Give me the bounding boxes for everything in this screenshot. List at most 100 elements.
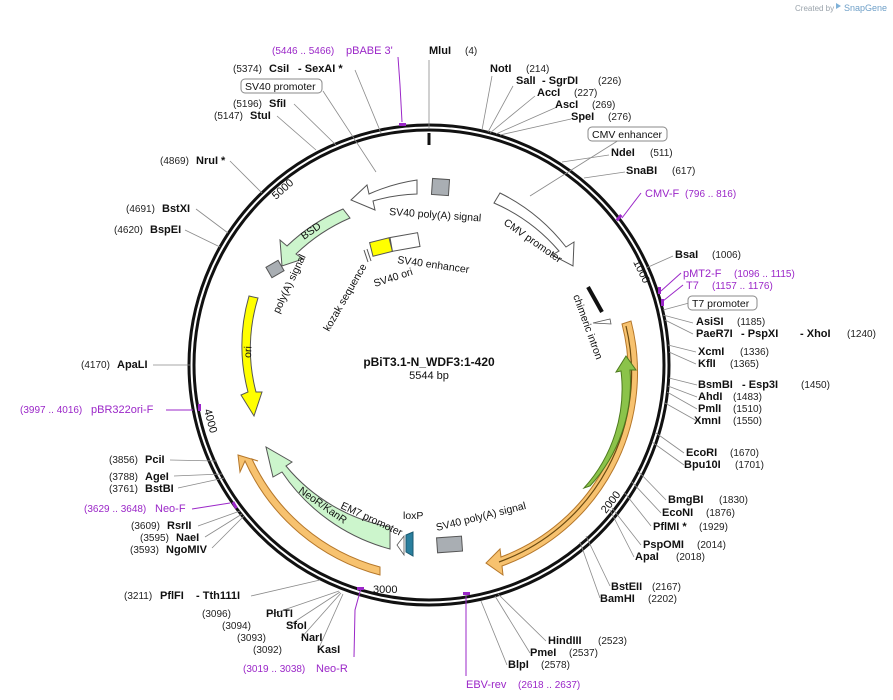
site-apai[interactable]: ApaI (635, 551, 659, 563)
site-spei[interactable]: SpeI (571, 111, 594, 123)
site-xcmi[interactable]: XcmI (698, 346, 724, 358)
sv40-polya-top-feature[interactable] (350, 179, 418, 211)
site-ecori[interactable]: EcoRI (686, 447, 717, 459)
em7-arrow-tip (396, 534, 405, 557)
svg-text:(1096 .. 1115): (1096 .. 1115) (734, 269, 795, 280)
site-noti[interactable]: NotI (490, 63, 511, 75)
site-pflfi[interactable]: PflFI (160, 590, 184, 602)
site-nrui[interactable]: NruI * (196, 155, 226, 167)
backbone-inner (192, 128, 666, 602)
svg-text:(3019 .. 3038): (3019 .. 3038) (243, 664, 305, 675)
svg-text:(1006): (1006) (712, 250, 741, 261)
box-t7-promoter[interactable]: T7 promoter (687, 295, 758, 311)
cmv-promoter-feature[interactable] (493, 192, 575, 267)
primer-neo-f[interactable]: Neo-F (155, 503, 186, 515)
svg-text:(2202): (2202) (648, 594, 677, 605)
site-bsteii[interactable]: BstEII (611, 581, 642, 593)
primer-pbr322ori-f[interactable]: pBR322ori-F (91, 404, 154, 416)
site-ndei[interactable]: NdeI (611, 147, 635, 159)
site-asisi[interactable]: AsiSI (696, 316, 724, 328)
site-hindiii[interactable]: HindIII (548, 635, 582, 647)
site-csii[interactable]: CsiI (269, 63, 289, 75)
label-sv40-polya-bottom: SV40 poly(A) signal (435, 500, 527, 534)
site-asci[interactable]: AscI (555, 99, 578, 111)
site-pcii[interactable]: PciI (145, 454, 165, 466)
svg-text:(5196): (5196) (233, 99, 262, 110)
primer-pbabe3[interactable]: pBABE 3' (346, 45, 393, 57)
orf-green-inner[interactable] (582, 355, 637, 490)
neor-kanr-feature[interactable] (265, 445, 391, 550)
site-nari[interactable]: NarI (301, 632, 322, 644)
gray-feature-top[interactable] (430, 177, 451, 197)
site-blpi[interactable]: BlpI (508, 659, 529, 671)
plasmid-length: 5544 bp (409, 370, 449, 382)
box-sv40-promoter[interactable]: SV40 promoter (240, 78, 323, 94)
primer-neo-r[interactable]: Neo-R (316, 663, 348, 675)
site-bstxi[interactable]: BstXI (162, 203, 190, 215)
svg-text:(5374): (5374) (233, 64, 262, 75)
site-sfoi[interactable]: SfoI (286, 620, 307, 632)
sv40-enhancer-white[interactable] (389, 232, 421, 252)
svg-text:(3092): (3092) (253, 645, 282, 656)
site-pmli[interactable]: PmlI (698, 403, 721, 415)
gray-feature-left[interactable] (265, 259, 285, 279)
orf-orange-left[interactable] (237, 454, 381, 576)
svg-text:(1240): (1240) (847, 329, 876, 340)
site-stui[interactable]: StuI (250, 110, 271, 122)
sv40-enhancer-yellow[interactable] (368, 237, 394, 257)
svg-text:(3609): (3609) (131, 521, 160, 532)
site-mlui[interactable]: MluI (429, 45, 451, 57)
bsd-feature[interactable] (279, 208, 351, 267)
site-pspomi[interactable]: PspOMI (643, 539, 684, 551)
site-ahdi[interactable]: AhdI (698, 391, 722, 403)
site-sfii[interactable]: SfiI (269, 98, 286, 110)
svg-text:(2578): (2578) (541, 660, 570, 671)
svg-text:(2618 .. 2637): (2618 .. 2637) (518, 680, 580, 691)
svg-text:(2014): (2014) (697, 540, 726, 551)
site-bsai[interactable]: BsaI (675, 249, 698, 261)
site-sexai: - SexAI * (298, 63, 343, 75)
site-acci[interactable]: AccI (537, 87, 560, 99)
site-agei[interactable]: AgeI (145, 471, 169, 483)
small-arrow-feature (592, 318, 612, 325)
svg-text:(4620): (4620) (114, 225, 143, 236)
site-bpu10i[interactable]: Bpu10I (684, 459, 721, 471)
snapgene-logo-icon (836, 3, 841, 9)
site-bstbi[interactable]: BstBI (145, 483, 174, 495)
site-snabi[interactable]: SnaBI (626, 165, 657, 177)
box-cmv-enhancer[interactable]: CMV enhancer (587, 126, 668, 142)
chimeric-intron-mark[interactable] (586, 286, 604, 313)
site-xmni[interactable]: XmnI (694, 415, 721, 427)
svg-text:(796 .. 816): (796 .. 816) (685, 189, 736, 200)
site-rsrii[interactable]: RsrII (167, 520, 191, 532)
site-apali[interactable]: ApaLI (117, 359, 148, 371)
site-ngomiv[interactable]: NgoMIV (166, 544, 208, 556)
label-sv40-polya-top: SV40 poly(A) signal (389, 206, 482, 224)
primer-pmt2-f[interactable]: pMT2-F (683, 268, 722, 280)
svg-text:(1185): (1185) (737, 317, 765, 328)
sv40-polya-bottom-feature[interactable] (436, 535, 464, 554)
loxp-feature[interactable] (405, 531, 414, 557)
site-bsmbi[interactable]: BsmBI (698, 379, 733, 391)
site-econi[interactable]: EcoNI (662, 507, 693, 519)
svg-text:(3595): (3595) (140, 533, 169, 544)
primer-labels: (5446 .. 5466) pBABE 3' CMV-F (796 .. 81… (20, 45, 795, 691)
site-pluti[interactable]: PluTI (266, 608, 293, 620)
primer-ebv-rev[interactable]: EBV-rev (466, 679, 507, 691)
primer-cmv-f[interactable]: CMV-F (645, 188, 680, 200)
ori-feature[interactable] (240, 295, 263, 418)
site-sali[interactable]: SalI (516, 75, 536, 87)
primer-t7[interactable]: T7 (686, 280, 699, 292)
site-pmei[interactable]: PmeI (530, 647, 556, 659)
site-bspei[interactable]: BspEI (150, 224, 181, 236)
site-kfli[interactable]: KflI (698, 358, 716, 370)
tick-3000: 3000 (373, 584, 397, 596)
site-bamhi[interactable]: BamHI (600, 593, 635, 605)
svg-text:(1929): (1929) (699, 522, 728, 533)
site-naei[interactable]: NaeI (176, 532, 199, 544)
site-pflmi[interactable]: PflMI * (653, 521, 687, 533)
site-bmgbi[interactable]: BmgBI (668, 494, 703, 506)
site-paer7i[interactable]: PaeR7I (696, 328, 733, 340)
site-kasi[interactable]: KasI (317, 644, 340, 656)
kozak-mark-b (366, 248, 372, 262)
